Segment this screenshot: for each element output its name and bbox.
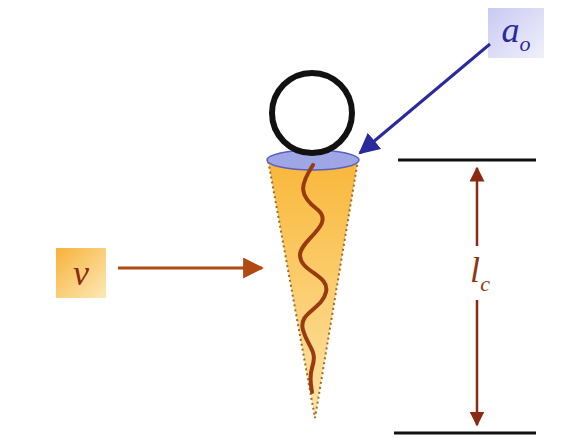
- dimension-arrow-up: [476, 168, 479, 246]
- volume-leader: [118, 267, 262, 270]
- tail-length-symbol: lc: [467, 250, 493, 297]
- dimension-line-top: [398, 159, 536, 162]
- head-group: [272, 73, 352, 153]
- area-leader: [360, 44, 490, 153]
- hydrocarbon-tail: [300, 165, 326, 392]
- head-area-symbol: ao: [502, 12, 531, 55]
- dimension-line-bottom: [394, 432, 536, 435]
- volume-symbol: v: [73, 255, 89, 291]
- dimension-arrow-down: [476, 300, 479, 425]
- tail-cone: [268, 160, 358, 418]
- area-label-patch: [488, 8, 544, 58]
- volume-label-patch: [56, 248, 106, 298]
